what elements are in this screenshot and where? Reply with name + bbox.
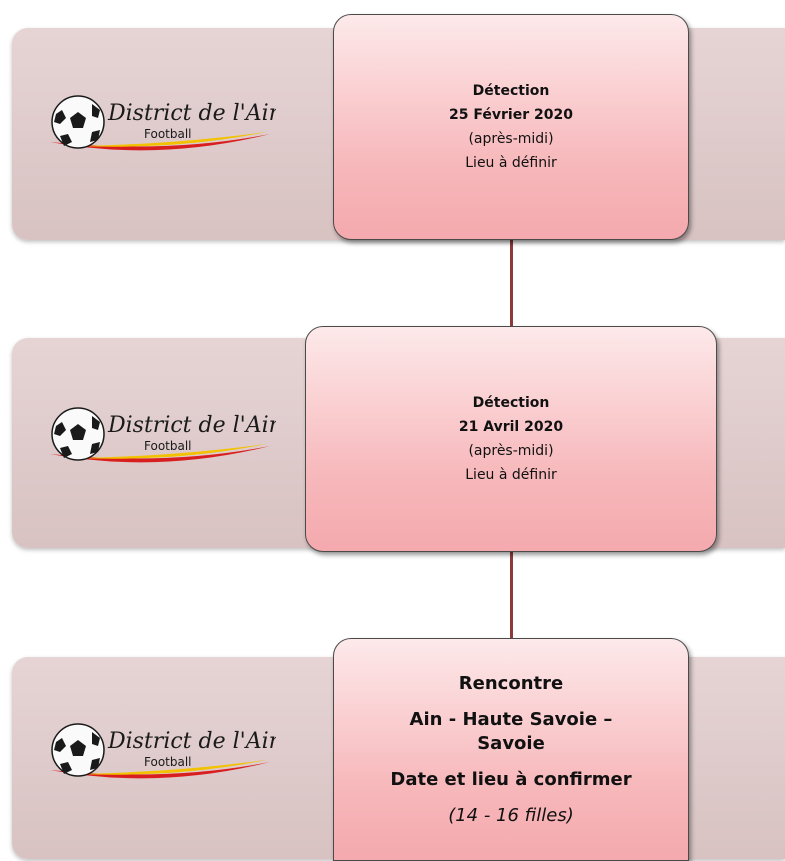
event-2-time: (après-midi)	[468, 443, 554, 459]
svg-text:District de l'Ain: District de l'Ain	[107, 413, 276, 438]
district-logo: District de l'Ain Football	[48, 92, 283, 154]
timeline-connector-1	[510, 238, 513, 328]
event-3-date-location: Date et lieu à confirmer	[390, 768, 632, 790]
event-card-3: Rencontre Ain - Haute Savoie – Savoie Da…	[333, 638, 689, 861]
timeline-connector-2	[510, 550, 513, 638]
event-1-title: Détection	[472, 83, 550, 99]
soccer-ball-icon	[51, 407, 105, 461]
svg-text:District de l'Ain: District de l'Ain	[107, 101, 276, 126]
event-3-teams-line2: Savoie	[477, 732, 545, 754]
event-card-2: Détection 21 Avril 2020 (après-midi) Lie…	[305, 326, 717, 552]
event-2-date: 21 Avril 2020	[458, 419, 564, 435]
event-1-location: Lieu à définir	[465, 155, 557, 171]
district-logo: District de l'Ain Football	[48, 404, 283, 466]
event-3-category: (14 - 16 filles)	[448, 804, 574, 826]
svg-text:District de l'Ain: District de l'Ain	[107, 729, 276, 754]
event-2-title: Détection	[472, 395, 550, 411]
svg-text:Football: Football	[144, 755, 192, 769]
soccer-ball-icon	[51, 95, 105, 149]
event-card-1: Détection 25 Février 2020 (après-midi) L…	[333, 14, 689, 240]
event-3-title: Rencontre	[458, 672, 564, 694]
soccer-ball-icon	[51, 723, 105, 777]
svg-text:Football: Football	[144, 127, 192, 141]
event-1-date: 25 Février 2020	[449, 107, 573, 123]
svg-text:Football: Football	[144, 439, 192, 453]
district-logo: District de l'Ain Football	[48, 720, 283, 782]
event-1-time: (après-midi)	[468, 131, 554, 147]
event-3-teams-line1: Ain - Haute Savoie –	[409, 708, 613, 730]
event-2-location: Lieu à définir	[465, 467, 557, 483]
